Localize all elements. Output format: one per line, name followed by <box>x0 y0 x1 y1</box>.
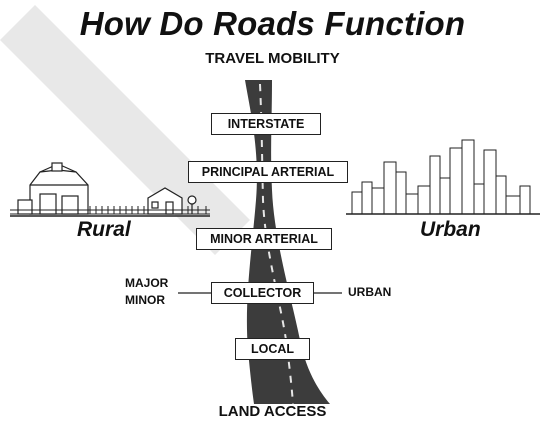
interstate-box: INTERSTATE <box>211 113 321 135</box>
city-skyline-illustration <box>346 139 540 215</box>
collector-major-label: MAJOR <box>125 276 169 290</box>
road-center-line <box>259 83 294 405</box>
land-access-label: LAND ACCESS <box>218 403 327 420</box>
urban-label: Urban <box>420 218 481 241</box>
minor-arterial-box: MINOR ARTERIAL <box>196 228 332 250</box>
barn-illustration <box>17 162 89 215</box>
collector-minor-label: MINOR <box>125 293 165 307</box>
diagram-title: How Do Roads Function <box>79 5 466 42</box>
farmhouse-illustration <box>147 187 197 215</box>
watermark-band <box>0 5 250 255</box>
local-box: LOCAL <box>235 338 310 360</box>
collector-urban-label: URBAN <box>348 285 392 299</box>
collector-box: COLLECTOR <box>211 282 314 304</box>
travel-mobility-label: TRAVEL MOBILITY <box>205 50 340 67</box>
principal-arterial-box: PRINCIPAL ARTERIAL <box>188 161 348 183</box>
fence-illustration <box>10 206 210 217</box>
rural-label: Rural <box>77 218 131 241</box>
